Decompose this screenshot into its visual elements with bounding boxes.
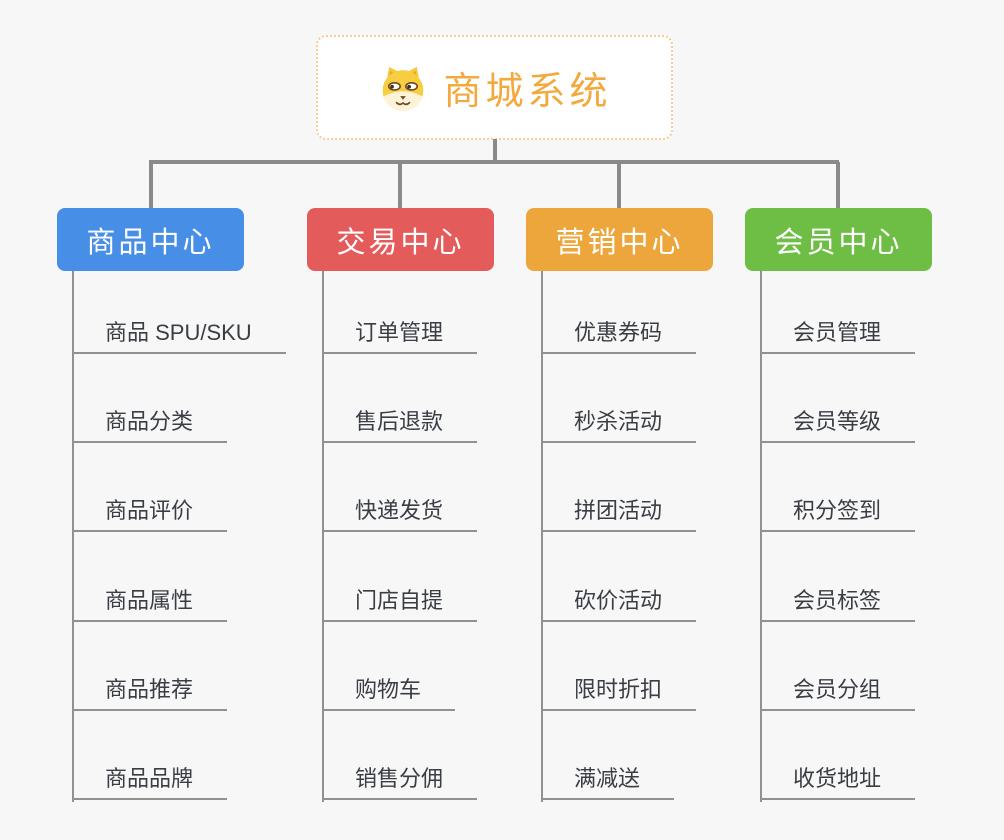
root-title: 商城系统 (443, 71, 612, 113)
topic-item[interactable]: 会员标签 (760, 586, 916, 622)
connector-drop-2 (398, 162, 402, 208)
topic-item[interactable]: 商品属性 (72, 586, 228, 622)
topic-item[interactable]: 积分签到 (760, 496, 916, 532)
topic-item[interactable]: 会员管理 (760, 318, 916, 354)
branch-trade-center-node[interactable]: 交易中心 (307, 208, 494, 271)
connector-root-stem (493, 139, 497, 162)
branch-member-center: 会员中心 会员管理 会员等级 积分签到 会员标签 会员分组 收货地址 (745, 208, 932, 802)
topic-item[interactable]: 优惠券码 (541, 318, 697, 354)
branch-product-center-node[interactable]: 商品中心 (57, 208, 244, 271)
topic-item[interactable]: 满减送 (541, 764, 675, 800)
topic-item[interactable]: 限时折扣 (541, 675, 697, 711)
branch-marketing-center-node[interactable]: 营销中心 (526, 208, 713, 271)
topic-item[interactable]: 商品推荐 (72, 675, 228, 711)
branch-product-center: 商品中心 商品 SPU/SKU 商品分类 商品评价 商品属性 商品推荐 商品品牌 (57, 208, 286, 802)
topic-item[interactable]: 商品评价 (72, 496, 228, 532)
dog-icon (383, 66, 424, 111)
topic-item[interactable]: 收货地址 (760, 764, 916, 800)
root-node[interactable]: 商城系统 (316, 35, 673, 140)
topic-item[interactable]: 商品 SPU/SKU (72, 318, 286, 354)
topic-item[interactable]: 销售分佣 (322, 764, 478, 800)
branch-trade-center: 交易中心 订单管理 售后退款 快递发货 门店自提 购物车 销售分佣 (307, 208, 494, 802)
topic-item[interactable]: 快递发货 (322, 496, 478, 532)
topic-item[interactable]: 购物车 (322, 675, 456, 711)
topic-item[interactable]: 商品分类 (72, 407, 228, 443)
branch-member-vline (760, 271, 762, 802)
connector-drop-3 (617, 162, 621, 208)
topic-item[interactable]: 拼团活动 (541, 496, 697, 532)
branch-marketing-vline (541, 271, 543, 802)
topic-item[interactable]: 门店自提 (322, 586, 478, 622)
topic-item[interactable]: 秒杀活动 (541, 407, 697, 443)
connector-drop-4 (836, 162, 840, 208)
branch-member-center-node[interactable]: 会员中心 (745, 208, 932, 271)
topic-item[interactable]: 订单管理 (322, 318, 478, 354)
topic-item[interactable]: 会员等级 (760, 407, 916, 443)
topic-item[interactable]: 商品品牌 (72, 764, 228, 800)
connector-bus (149, 160, 839, 164)
topic-item[interactable]: 砍价活动 (541, 586, 697, 622)
topic-item[interactable]: 售后退款 (322, 407, 478, 443)
topic-item[interactable]: 会员分组 (760, 675, 916, 711)
branch-marketing-center: 营销中心 优惠券码 秒杀活动 拼团活动 砍价活动 限时折扣 满减送 (526, 208, 713, 802)
branch-product-vline (72, 271, 74, 802)
branch-trade-vline (322, 271, 324, 802)
connector-drop-1 (149, 162, 153, 208)
